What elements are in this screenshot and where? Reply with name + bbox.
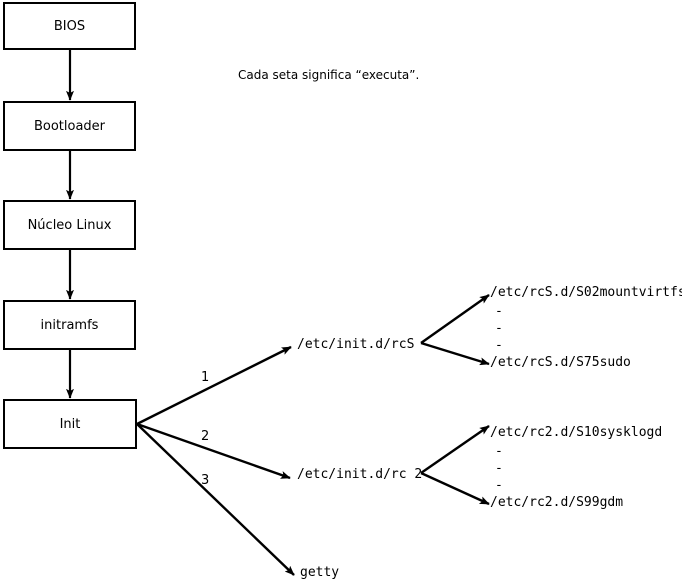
edge-number-3: 3 [201,473,210,488]
label-rc2-last-script[interactable]: /etc/rc2.d/S99gdm [490,495,624,510]
edge-number-1: 1 [201,370,210,385]
rcs-ellipsis-dash-2: - [495,321,503,336]
node-bootloader[interactable]: Bootloader [3,101,136,151]
node-bios-label: BIOS [53,18,86,34]
arrow-rc2-to-first-script [420,425,490,474]
rcs-ellipsis-dash-3: - [495,338,503,353]
label-rcs-first-script[interactable]: /etc/rcS.d/S02mountvirtfs [490,285,682,300]
diagram-caption: Cada seta significa “executa”. [238,68,420,82]
node-init[interactable]: Init [3,399,137,449]
rc2-ellipsis-dash-1: - [495,444,503,459]
label-getty[interactable]: getty [300,565,340,580]
arrow-init-to-getty [136,423,295,576]
node-initramfs-label: initramfs [40,317,99,333]
node-kernel[interactable]: Núcleo Linux [3,200,136,250]
label-init-d-rcs[interactable]: /etc/init.d/rcS [297,337,415,352]
node-init-label: Init [59,416,81,432]
arrow-init-to-rc2 [136,422,291,480]
arrow-init-to-rcs [136,345,292,426]
label-rc2-first-script[interactable]: /etc/rc2.d/S10sysklogd [490,425,663,440]
arrow-rcs-to-last-script [420,341,490,366]
edge-number-2: 2 [201,429,210,444]
node-bootloader-label: Bootloader [33,118,106,134]
rc2-ellipsis-dash-2: - [495,461,503,476]
node-kernel-label: Núcleo Linux [27,217,112,233]
rc2-ellipsis-dash-3: - [495,478,503,493]
arrow-rcs-to-first-script [420,294,490,344]
label-rcs-last-script[interactable]: /etc/rcS.d/S75sudo [490,355,631,370]
label-init-d-rc2[interactable]: /etc/init.d/rc 2 [297,467,423,482]
arrow-rc2-to-last-script [420,471,490,506]
node-initramfs[interactable]: initramfs [3,300,136,350]
node-bios[interactable]: BIOS [3,2,136,50]
rcs-ellipsis-dash-1: - [495,304,503,319]
